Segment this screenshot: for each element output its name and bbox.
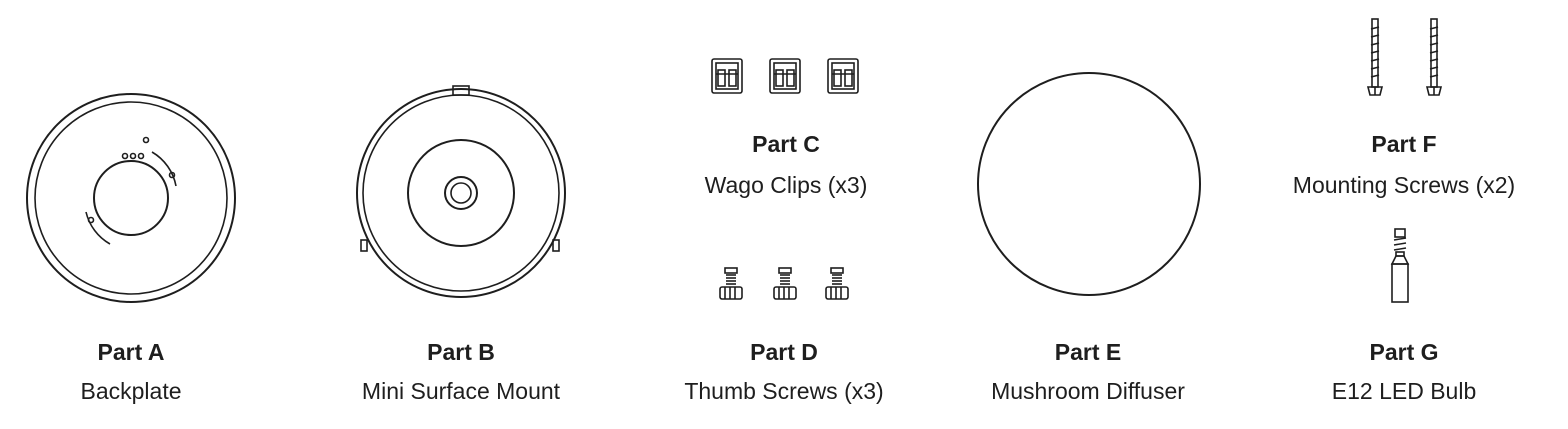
part-g-name: E12 LED Bulb bbox=[1331, 378, 1477, 404]
part-e-title: Part E bbox=[1054, 339, 1122, 365]
wago-clip-icon bbox=[711, 58, 859, 94]
part-c-title: Part C bbox=[752, 131, 820, 157]
part-d-title: Part D bbox=[750, 339, 818, 365]
part-a-name: Backplate bbox=[80, 378, 182, 404]
led-bulb-icon bbox=[1390, 228, 1410, 303]
part-c-name: Wago Clips (x3) bbox=[704, 172, 868, 198]
part-b-title: Part B bbox=[427, 339, 495, 365]
surface-mount-icon bbox=[356, 85, 566, 298]
diffuser-icon bbox=[977, 72, 1201, 296]
part-f-title: Part F bbox=[1371, 131, 1437, 157]
part-a-title: Part A bbox=[97, 339, 165, 365]
thumb-screw-icon bbox=[719, 267, 849, 300]
part-e-name: Mushroom Diffuser bbox=[991, 378, 1185, 404]
part-d-name: Thumb Screws (x3) bbox=[684, 378, 884, 404]
part-g-title: Part G bbox=[1369, 339, 1439, 365]
backplate-icon bbox=[26, 93, 236, 303]
part-f-name: Mounting Screws (x2) bbox=[1292, 172, 1516, 198]
mounting-screw-icon bbox=[1367, 18, 1442, 96]
part-b-name: Mini Surface Mount bbox=[361, 378, 561, 404]
